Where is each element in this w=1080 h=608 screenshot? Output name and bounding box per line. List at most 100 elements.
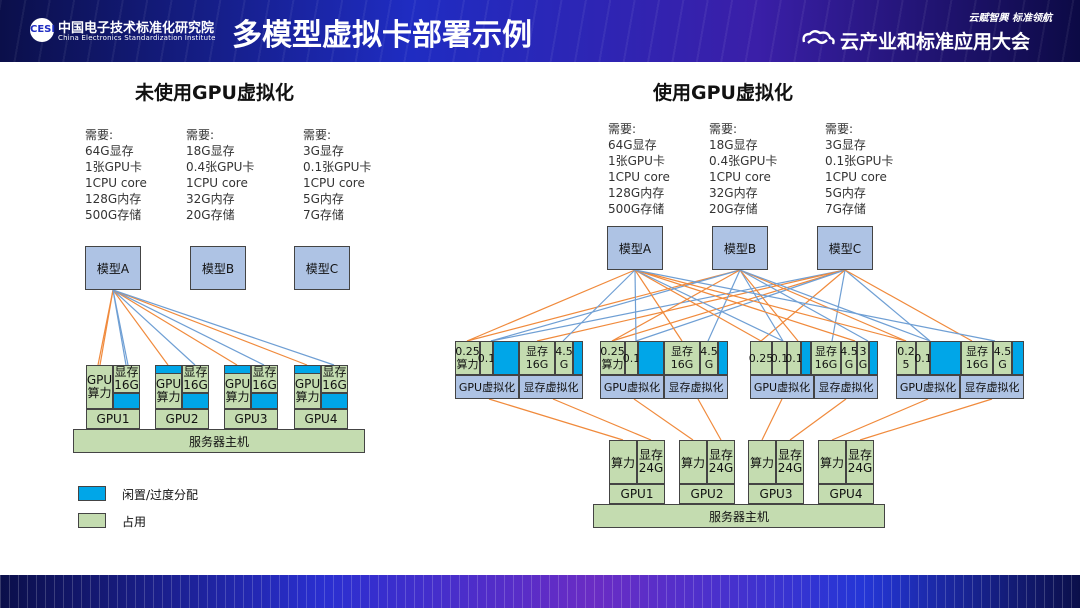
left-gpu4-label: GPU4 [294, 409, 348, 429]
legend-idle-label: 闲置/过度分配 [122, 488, 199, 502]
right-gpu2-compute: 算力 [679, 440, 707, 484]
right-model-b: 模型B [712, 226, 768, 270]
left-model-b: 模型B [190, 246, 246, 290]
vgroup-to-gpu-line-5 [761, 398, 783, 441]
right-line-26 [634, 269, 996, 342]
vgroup-3-cell-8 [869, 341, 878, 375]
right-line-6 [562, 269, 636, 342]
right-gpu1-compute: 算力 [609, 440, 637, 484]
right-line-18 [831, 269, 846, 342]
vgroup-to-gpu-line-8 [859, 398, 993, 441]
left-server-host: 服务器主机 [73, 429, 365, 453]
vgroup-1-gpu-virt-label: GPU虚拟化 [455, 375, 519, 399]
left-section-title: 未使用GPU虚拟化 [135, 82, 294, 104]
vgroup-3-cell-1: 0.25 [749, 341, 773, 375]
vgroup-4-gpu-virt-label: GPU虚拟化 [896, 375, 960, 399]
right-line-25 [844, 269, 973, 342]
legend-used-label: 占用 [122, 515, 147, 529]
legend-idle-swatch [78, 486, 106, 501]
vgroup-to-gpu-line-6 [789, 398, 847, 441]
left-gpu4-idle [321, 393, 348, 409]
right-line-4 [490, 269, 846, 342]
vgroup-4-cell-2: 0.1 [914, 341, 932, 375]
right-line-5 [536, 269, 846, 342]
org-name-cn: 中国电子技术标准化研究院 [58, 21, 215, 36]
right-line-24 [844, 269, 931, 342]
vgroup-4-mem-virt-label: 显存虚拟化 [960, 375, 1024, 399]
right-line-11 [634, 269, 683, 342]
vgroup-1-cell-6 [573, 341, 583, 375]
vgroup-3-cell-3: 0.1 [785, 341, 803, 375]
left-line-3 [112, 289, 169, 366]
right-line-9 [635, 269, 846, 342]
vgroup-4-cell-3 [930, 341, 961, 375]
right-line-20 [739, 269, 869, 342]
right-model-c: 模型C [817, 226, 873, 270]
left-gpu2-label: GPU2 [155, 409, 209, 429]
right-line-1 [466, 269, 636, 342]
conference-name: 云产业和标准应用大会 [840, 31, 1031, 53]
footer-banner [0, 575, 1080, 608]
vgroup-to-gpu-line-3 [633, 398, 694, 441]
left-gpu3-idle [251, 393, 278, 409]
right-section-title: 使用GPU虚拟化 [653, 82, 793, 104]
vgroup-to-gpu-line-1 [488, 398, 624, 441]
vgroup-4-cell-6 [1012, 341, 1024, 375]
left-line-5 [112, 289, 238, 366]
legend-used-swatch [78, 513, 106, 528]
org-name-en: China Electronics Standardization Instit… [58, 34, 216, 42]
right-line-3 [490, 269, 741, 342]
right-line-14 [634, 269, 762, 342]
right-line-21 [634, 269, 907, 342]
left-line-4 [112, 289, 196, 366]
vgroup-to-gpu-line-7 [831, 398, 929, 441]
cloud-logo-icon [802, 30, 835, 45]
right-gpu2-label: GPU2 [679, 484, 735, 504]
right-line-19 [634, 269, 856, 342]
right-gpu4-compute: 算力 [818, 440, 846, 484]
right-gpu3-compute: 算力 [748, 440, 776, 484]
left-model-c: 模型C [294, 246, 350, 290]
page-title: 多模型虚拟卡部署示例 [232, 18, 532, 53]
right-line-8 [611, 269, 846, 342]
left-connections [97, 289, 335, 366]
right-gpu4-label: GPU4 [818, 484, 874, 504]
right-gpu1-label: GPU1 [609, 484, 665, 504]
left-line-7 [112, 289, 308, 366]
right-line-15 [634, 269, 784, 342]
vgroup-3-mem-virt-label: 显存虚拟化 [814, 375, 878, 399]
right-line-22 [739, 269, 907, 342]
left-model-a: 模型A [85, 246, 141, 290]
right-line-10 [634, 269, 637, 342]
right-server-host: 服务器主机 [593, 504, 885, 528]
vgroup-to-gpu-line-2 [552, 398, 652, 441]
right-line-7 [611, 269, 741, 342]
slogan: 云赋智興 标准领航 [968, 13, 1052, 24]
